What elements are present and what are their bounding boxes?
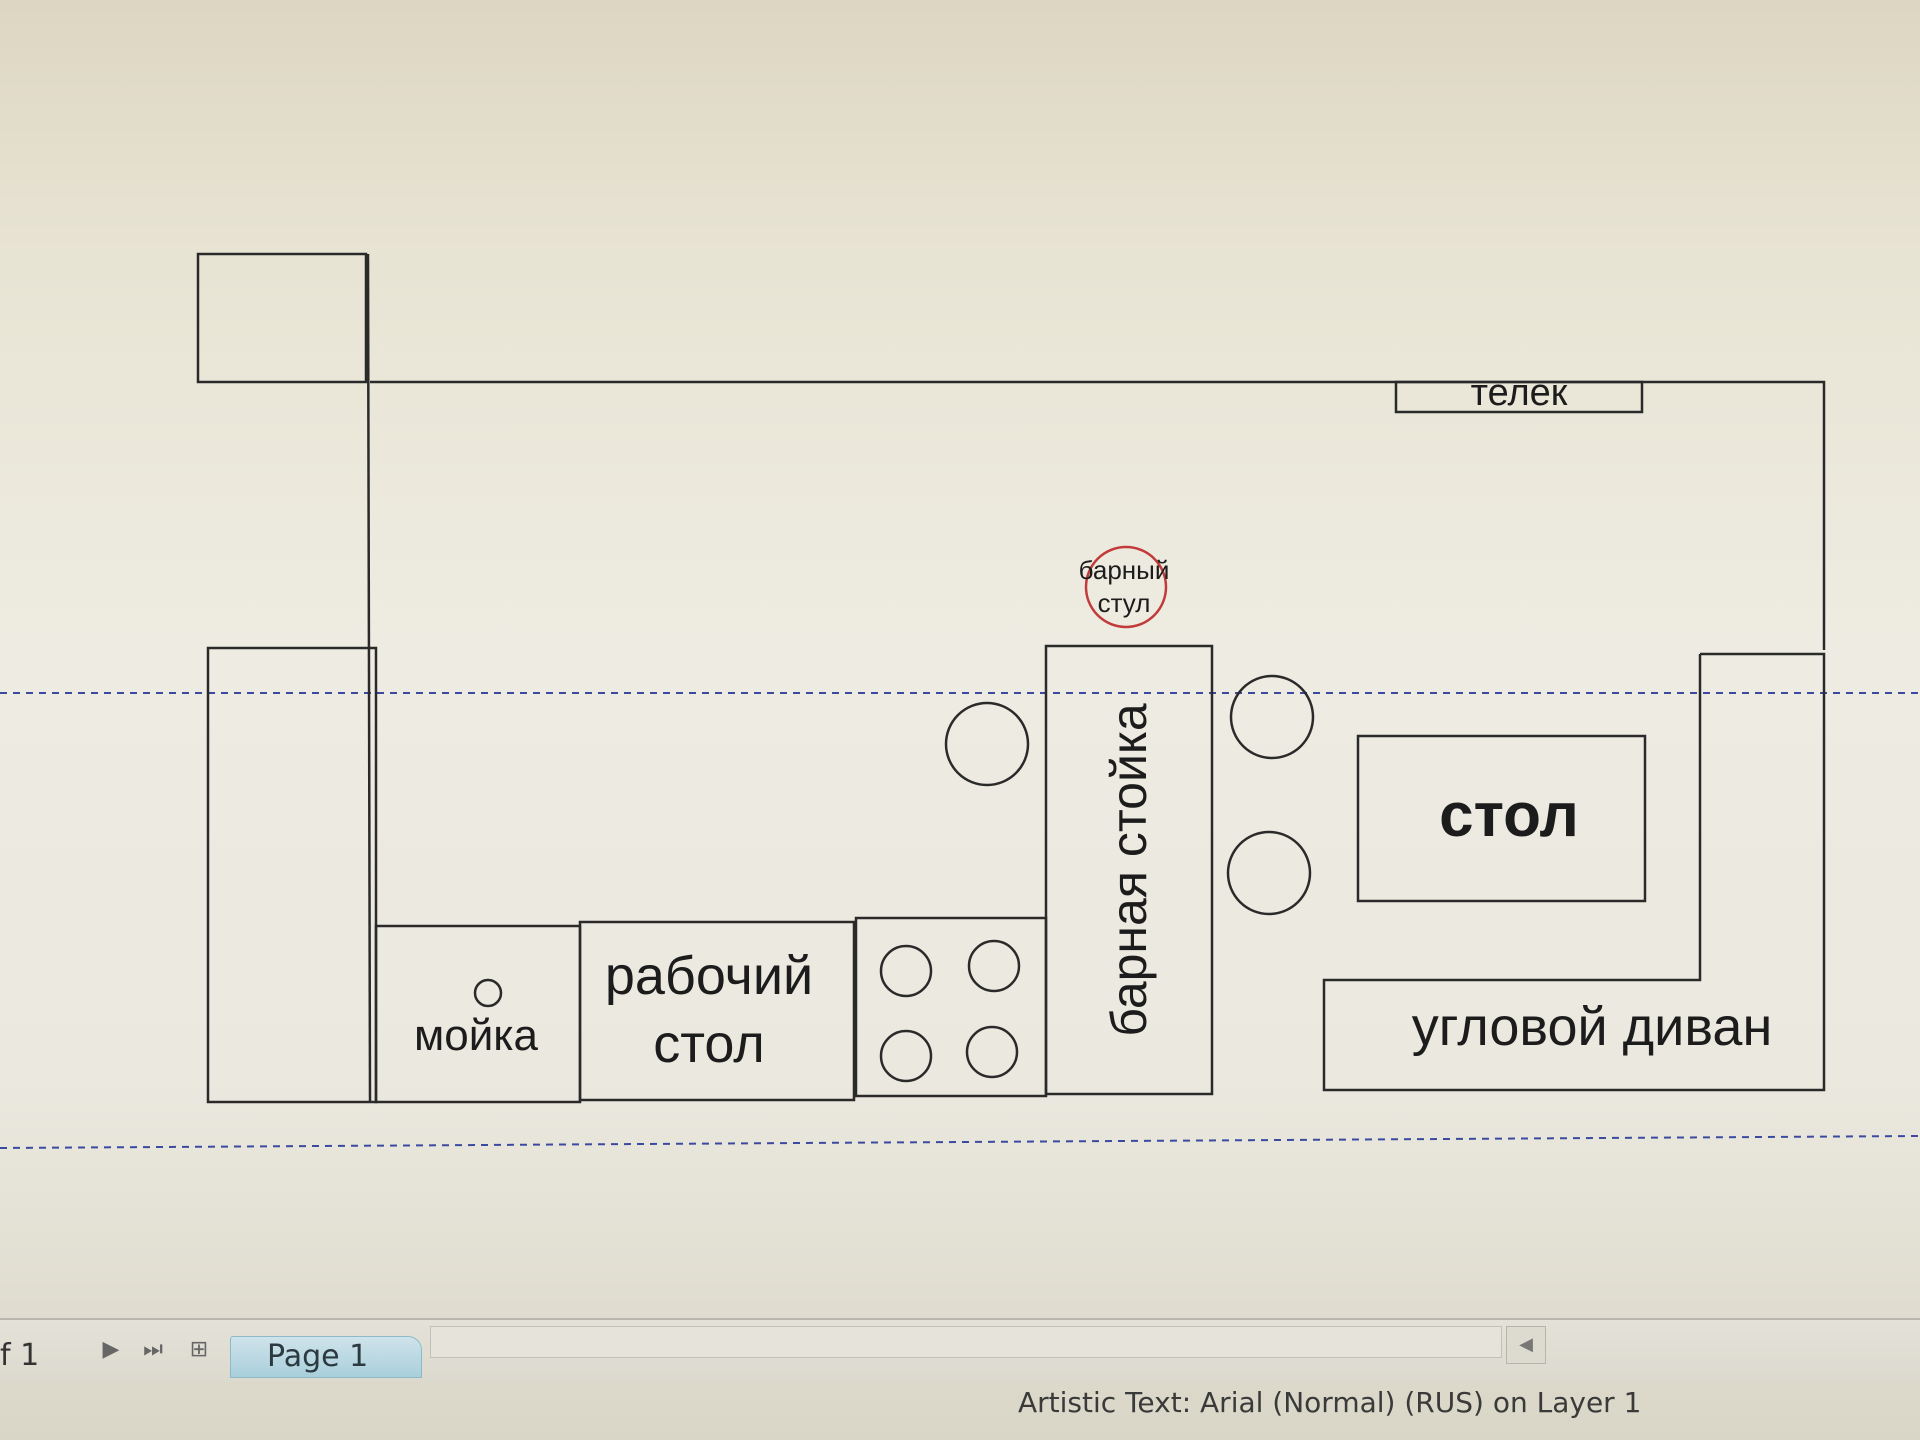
work-table-label-line1[interactable]: рабочий bbox=[605, 946, 813, 1006]
triangle-left-icon[interactable]: ◀ bbox=[1506, 1326, 1546, 1364]
skip-to-end-icon[interactable]: ⏭ bbox=[143, 1337, 163, 1362]
status-bar-text: Artistic Text: Arial (Normal) (RUS) on L… bbox=[1018, 1386, 1642, 1419]
sink-drain[interactable] bbox=[473, 978, 503, 1008]
room-left-wall[interactable] bbox=[366, 253, 372, 1103]
tv-label[interactable]: телек bbox=[1471, 372, 1568, 414]
tv-shape[interactable] bbox=[1394, 380, 1644, 414]
stove-burner[interactable] bbox=[879, 1029, 933, 1083]
stove-burner[interactable] bbox=[965, 1025, 1019, 1079]
tab-page-1-label: Page 1 bbox=[267, 1339, 369, 1374]
small-square[interactable] bbox=[196, 252, 368, 384]
drawing-canvas[interactable]: телек барный стул барная стойка стол угл… bbox=[0, 0, 1920, 1318]
bar-counter-shape[interactable] bbox=[1044, 644, 1214, 1096]
bar-stool-label-line1[interactable]: барный bbox=[1079, 555, 1170, 585]
triangle-right-icon[interactable]: ▶ bbox=[102, 1337, 120, 1362]
tab-page-1[interactable]: Page 1 bbox=[230, 1336, 422, 1378]
table-label[interactable]: стол bbox=[1439, 781, 1579, 850]
page-count-fragment: f 1 bbox=[0, 1338, 40, 1373]
sink-label[interactable]: мойка bbox=[414, 1011, 539, 1060]
horizontal-scrollbar[interactable] bbox=[430, 1326, 1502, 1358]
stove-burner[interactable] bbox=[967, 939, 1021, 993]
stool-circle[interactable] bbox=[1226, 830, 1312, 916]
table-shape[interactable] bbox=[1356, 734, 1647, 903]
corner-sofa-shape[interactable] bbox=[1322, 652, 1826, 1092]
stove-burner[interactable] bbox=[879, 944, 933, 998]
bar-stool-label-line2[interactable]: стул bbox=[1098, 588, 1151, 618]
left-tall-cabinet[interactable] bbox=[206, 646, 378, 1104]
work-table-shape[interactable] bbox=[578, 920, 856, 1102]
bar-counter-label[interactable]: барная стойка bbox=[1101, 703, 1157, 1037]
stool-circle[interactable] bbox=[1229, 674, 1315, 760]
work-table-label-line2[interactable]: стол bbox=[653, 1014, 764, 1074]
corner-sofa-label[interactable]: угловой диван bbox=[1412, 997, 1773, 1057]
bar-stool-circle[interactable] bbox=[1084, 545, 1168, 629]
guideline-lower[interactable] bbox=[0, 1135, 1920, 1149]
stove-shape[interactable] bbox=[854, 916, 1048, 1098]
room-outline-top-right[interactable] bbox=[370, 380, 1826, 650]
add-page-icon[interactable]: ⊞ bbox=[189, 1337, 209, 1362]
stool-circle[interactable] bbox=[944, 701, 1030, 787]
